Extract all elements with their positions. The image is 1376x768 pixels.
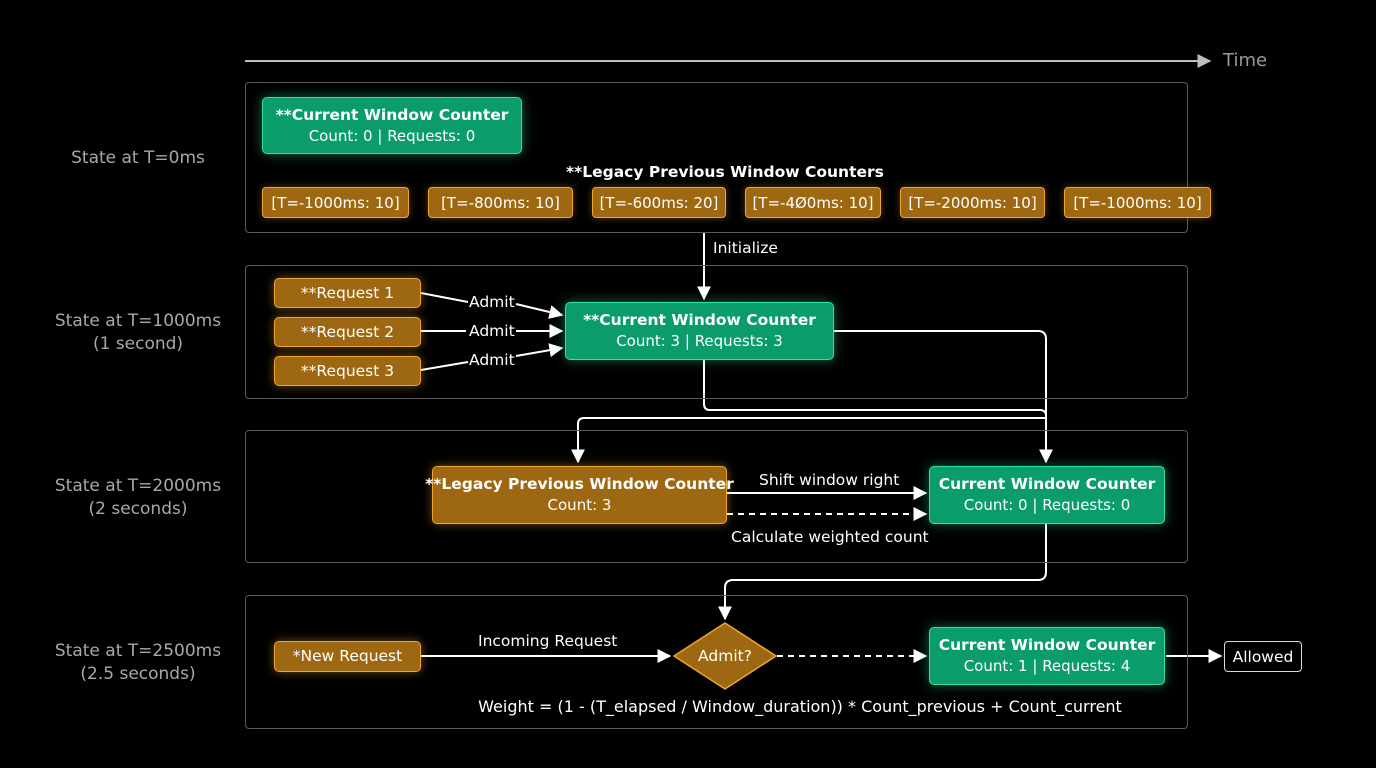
counter-to-current-arrow (834, 330, 1053, 464)
request-box-3: **Request 3 (274, 356, 421, 386)
current-window-counter-t0: **Current Window Counter Count: 0 | Requ… (262, 97, 522, 154)
shift-window-label: Shift window right (759, 471, 900, 489)
panel-state-t2000 (245, 430, 1188, 563)
current-window-counter-t2000: Current Window Counter Count: 0 | Reques… (929, 466, 1165, 524)
legacy-counter-chip: [T=-1000ms: 10] (1064, 187, 1211, 218)
counter-to-legacy-arrow (571, 360, 1047, 464)
initialize-label: Initialize (713, 239, 778, 257)
request-label: **Request 1 (300, 283, 395, 302)
state-label-t0: State at T=0ms (71, 148, 205, 168)
counter-title: **Current Window Counter (275, 105, 509, 124)
admit-label-2: Admit (469, 322, 515, 340)
state-label-t2000: State at T=2000ms (2 seconds) (54, 476, 222, 519)
request-box-1: **Request 1 (274, 278, 421, 308)
weight-formula: Weight = (1 - (T_elapsed / Window_durati… (478, 697, 1122, 716)
admit-arrow-1-tail (515, 303, 564, 319)
weighted-count-label: Calculate weighted count (731, 528, 929, 546)
legacy-counter-chip: [T=-4Ø0ms: 10] (745, 187, 881, 218)
request-box-2: **Request 2 (274, 317, 421, 347)
admit-arrow-3-tail (515, 343, 564, 358)
decision-diamond-shape (673, 622, 777, 690)
new-request-box: *New Request (274, 641, 421, 672)
current-window-counter-t2500: Current Window Counter Count: 1 | Reques… (929, 627, 1165, 685)
state-label-t1000: State at T=1000ms (1 second) (54, 311, 222, 354)
allowed-result: Allowed (1224, 641, 1302, 672)
legacy-counters-caption: **Legacy Previous Window Counters (566, 163, 884, 181)
request-label: **Request 3 (300, 361, 395, 380)
decision-label: Admit? (698, 647, 752, 665)
counter-values: Count: 3 | Requests: 3 (616, 332, 783, 350)
panel-state-t2500 (245, 595, 1188, 729)
admit-decision: Admit? (673, 622, 777, 690)
request-label: **Request 2 (300, 322, 395, 341)
legacy-counter-values: Count: 3 (547, 496, 612, 514)
current-window-counter-t1000: **Current Window Counter Count: 3 | Requ… (565, 302, 834, 360)
counter-values: Count: 1 | Requests: 4 (963, 657, 1131, 675)
panel-state-t1000 (245, 265, 1188, 399)
state-label-t2500: State at T=2500ms (2.5 seconds) (54, 641, 222, 684)
legacy-counter-title: **Legacy Previous Window Counter (425, 475, 734, 493)
admit-label-3: Admit (469, 351, 515, 369)
legacy-counter-chip: [T=-1000ms: 10] (262, 187, 409, 218)
legacy-counter-chip: [T=-600ms: 20] (592, 187, 726, 218)
incoming-request-label: Incoming Request (478, 632, 618, 650)
new-request-label: *New Request (292, 647, 403, 665)
panel-state-t0 (245, 82, 1188, 233)
time-label: Time (1223, 50, 1268, 71)
counter-values: Count: 0 | Requests: 0 (308, 126, 476, 145)
legacy-previous-counter-t2000: **Legacy Previous Window Counter Count: … (425, 466, 734, 524)
counter-title: Current Window Counter (938, 475, 1156, 493)
counter-to-decision-arrow (718, 524, 1047, 621)
counter-values: Count: 0 | Requests: 0 (963, 496, 1131, 514)
counter-title: **Current Window Counter (583, 311, 816, 329)
admit-arrow-3 (420, 361, 469, 371)
legacy-counter-chip: [T=-2000ms: 10] (900, 187, 1045, 218)
admit-label-1: Admit (469, 293, 515, 311)
legacy-counter-row: [T=-1000ms: 10] [T=-800ms: 10] [T=-600ms… (262, 187, 1211, 218)
legacy-counter-chip: [T=-800ms: 10] (428, 187, 573, 218)
admit-arrow-1 (420, 292, 469, 303)
counter-title: Current Window Counter (938, 636, 1156, 654)
